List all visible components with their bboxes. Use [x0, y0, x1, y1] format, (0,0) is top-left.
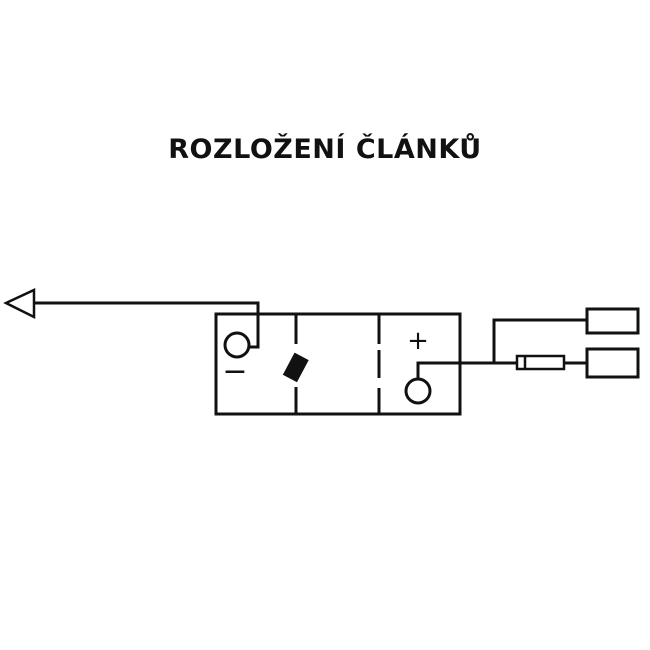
negative-sign: − [222, 354, 247, 389]
arrow-head-icon [3, 288, 36, 320]
negative-lead-wire [34, 301, 260, 349]
positive-lead-wire [416, 361, 517, 379]
top-connector [585, 307, 640, 335]
cell-connector [282, 352, 309, 383]
negative-terminal [223, 331, 251, 359]
bottom-connector [585, 347, 640, 379]
branch-wire [492, 318, 587, 363]
diagram-title: ROZLOŽENÍ ČLÁNKŮ [168, 134, 482, 165]
positive-terminal [404, 377, 432, 405]
positive-sign: + [407, 326, 429, 356]
